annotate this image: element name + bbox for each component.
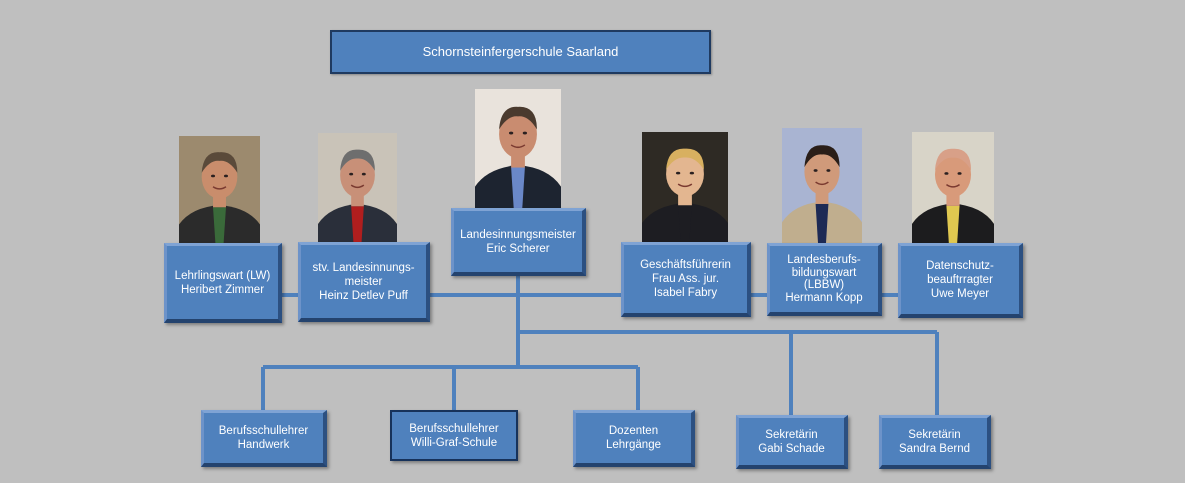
staff-box-berufsschullehrer-handwerk: Berufsschullehrer Handwerk (201, 410, 327, 467)
leader-box-geschaeftsfuehrerin: Geschäftsführerin Frau Ass. jur. Isabel … (621, 242, 751, 317)
person-photo-icon (475, 89, 561, 208)
photo-uwe-meyer (912, 132, 994, 244)
person-photo-icon (642, 132, 728, 243)
staff-box-sekretaerin-gabi-schade: Sekretärin Gabi Schade (736, 415, 848, 469)
leader-box-datenschutzbeauftragter: Datenschutz- beauftrragter Uwe Meyer (898, 243, 1023, 318)
photo-eric-scherer (475, 89, 561, 208)
person-photo-icon (912, 132, 994, 244)
staff-box-sekretaerin-sandra-bernd: Sekretärin Sandra Bernd (879, 415, 991, 469)
photo-hermann-kopp (782, 128, 862, 243)
photo-heinz-detlev-puff (318, 133, 397, 244)
person-photo-icon (782, 128, 862, 243)
staff-box-dozenten: Dozenten Lehrgänge (573, 410, 695, 467)
photo-heribert-zimmer (179, 136, 260, 244)
leader-box-landesberufsbildungswart: Landesberufs- bildungswart (LBBW) Herman… (767, 243, 882, 316)
person-photo-icon (318, 133, 397, 244)
org-title: Schornsteinfergerschule Saarland (422, 44, 619, 59)
staff-box-berufsschullehrer-willi-graf: Berufsschullehrer Willi-Graf-Schule (390, 410, 518, 461)
leader-box-lehrlingswart: Lehrlingswart (LW) Heribert Zimmer (164, 243, 282, 323)
org-title-box: Schornsteinfergerschule Saarland (330, 30, 711, 74)
photo-isabel-fabry (642, 132, 728, 243)
leader-box-stv-landesinnungsmeister: stv. Landesinnungs- meister Heinz Detlev… (298, 242, 430, 322)
leader-box-landesinnungsmeister: Landesinnungsmeister Eric Scherer (451, 208, 586, 276)
person-photo-icon (179, 136, 260, 244)
